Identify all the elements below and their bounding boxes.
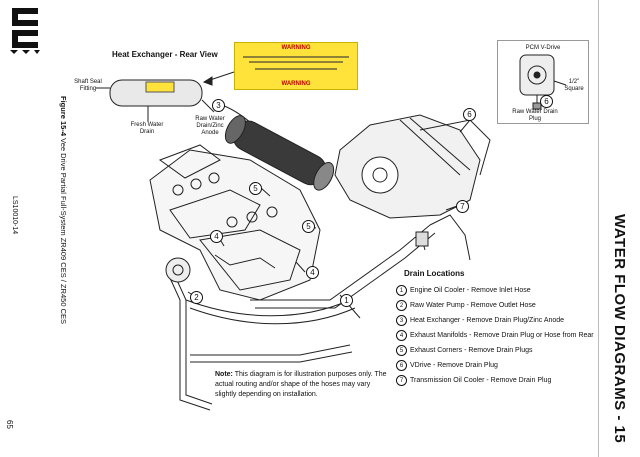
callout-6-vdrive: 6 xyxy=(463,108,476,121)
drain-text: VDrive - Remove Drain Plug xyxy=(410,362,498,369)
list-item: 3 Heat Exchanger - Remove Drain Plug/Zin… xyxy=(396,313,596,328)
callout-4-right: 4 xyxy=(306,266,319,279)
list-item: 7 Transmission Oil Cooler - Remove Drain… xyxy=(396,373,596,388)
warning-bottom-text: WARNING xyxy=(281,81,311,87)
warning-text-line xyxy=(249,61,343,63)
drain-locations-list: 1 Engine Oil Cooler - Remove Inlet Hose … xyxy=(396,283,596,388)
right-margin-rule xyxy=(598,0,599,457)
drain-text: Engine Oil Cooler - Remove Inlet Hose xyxy=(410,287,531,294)
drain-text: Exhaust Manifolds - Remove Drain Plug or… xyxy=(410,332,594,339)
drain-number: 4 xyxy=(396,330,407,341)
callout-1-oil-cooler: 1 xyxy=(340,294,353,307)
illustration-note: Note: This diagram is for illustration p… xyxy=(215,370,387,400)
inset-drain-plug-label: Raw Water Drain Plug xyxy=(512,109,558,122)
raw-water-drain-label: Raw Water Drain/Zinc Anode xyxy=(195,116,225,136)
inset-square-label: 1/2" Square xyxy=(564,79,584,92)
vdrive-drain-inset: PCM V-Drive 1/2" Square Raw Water Drain … xyxy=(497,40,589,124)
list-item: 1 Engine Oil Cooler - Remove Inlet Hose xyxy=(396,283,596,298)
drain-number: 7 xyxy=(396,375,407,386)
drain-text: Exhaust Corners - Remove Drain Plugs xyxy=(410,347,533,354)
drain-number: 2 xyxy=(396,300,407,311)
warning-label: WARNING WARNING xyxy=(234,42,358,90)
note-text: This diagram is for illustration purpose… xyxy=(215,371,387,398)
callout-4-left: 4 xyxy=(210,230,223,243)
callout-5-right: 5 xyxy=(302,220,315,233)
heat-exchanger-title: Heat Exchanger - Rear View xyxy=(112,50,218,59)
warning-text-line xyxy=(243,56,349,58)
callout-2-pump: 2 xyxy=(190,291,203,304)
shaft-seal-fitting-label: Shaft Seal Fitting xyxy=(74,79,102,92)
drain-number: 6 xyxy=(396,360,407,371)
callout-3-hx: 3 xyxy=(212,99,225,112)
inset-callout-6: 6 xyxy=(540,95,553,108)
drain-text: Raw Water Pump - Remove Outlet Hose xyxy=(410,302,536,309)
list-item: 2 Raw Water Pump - Remove Outlet Hose xyxy=(396,298,596,313)
warning-text-line xyxy=(255,68,337,70)
list-item: 4 Exhaust Manifolds - Remove Drain Plug … xyxy=(396,328,596,343)
drain-number: 5 xyxy=(396,345,407,356)
inset-title: PCM V-Drive xyxy=(525,45,561,51)
fresh-water-drain-label: Fresh Water Drain xyxy=(130,122,164,135)
callout-7-trans-cooler: 7 xyxy=(456,200,469,213)
list-item: 5 Exhaust Corners - Remove Drain Plugs xyxy=(396,343,596,358)
drain-number: 3 xyxy=(396,315,407,326)
warning-top-text: WARNING xyxy=(281,45,311,51)
list-item: 6 VDrive - Remove Drain Plug xyxy=(396,358,596,373)
drain-number: 1 xyxy=(396,285,407,296)
pcm-logo xyxy=(8,6,42,54)
drain-text: Transmission Oil Cooler - Remove Drain P… xyxy=(410,377,552,384)
drain-text: Heat Exchanger - Remove Drain Plug/Zinc … xyxy=(410,317,565,324)
callout-5-upper: 5 xyxy=(249,182,262,195)
note-label: Note: xyxy=(215,371,233,378)
drain-locations-title: Drain Locations xyxy=(404,269,465,278)
